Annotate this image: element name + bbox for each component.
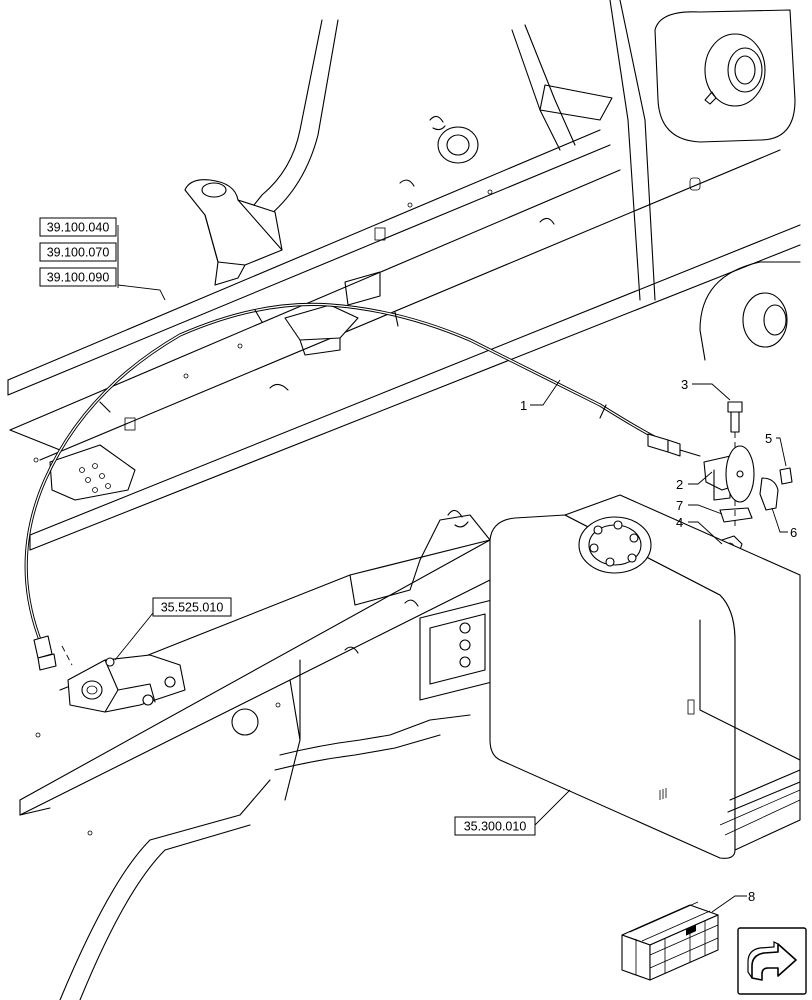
ref-35-300-010[interactable]: 35.300.010 (454, 816, 536, 836)
svg-text:39.100.040: 39.100.040 (47, 221, 110, 235)
svg-text:35.300.010: 35.300.010 (464, 820, 527, 834)
callout-5: 5 (765, 431, 772, 446)
callout-8: 8 (748, 889, 755, 904)
navigate-arrow-icon[interactable] (737, 927, 807, 995)
reference-links: 39.100.040 39.100.070 39.100.090 35.525.… (39, 217, 571, 836)
kit-crate-icon (621, 901, 719, 981)
ref-39-100-070[interactable]: 39.100.070 (39, 242, 117, 262)
svg-text:39.100.090: 39.100.090 (47, 271, 110, 285)
item-callouts: 1 3 5 2 7 4 6 8 (520, 377, 797, 913)
upper-frame-structure (7, 0, 801, 551)
ref-39-100-040[interactable]: 39.100.040 (39, 217, 117, 237)
callout-1: 1 (520, 398, 527, 413)
callout-4: 4 (676, 515, 683, 530)
ref-39-100-090[interactable]: 39.100.090 (39, 267, 117, 287)
choke-knob-assembly (703, 401, 793, 559)
choke-cable (24, 302, 701, 671)
callout-2: 2 (676, 477, 683, 492)
lower-frame-structure (19, 494, 801, 1000)
svg-text:39.100.070: 39.100.070 (47, 246, 110, 260)
callout-3: 3 (681, 377, 688, 392)
ref-35-525-010[interactable]: 35.525.010 (152, 597, 232, 617)
svg-text:35.525.010: 35.525.010 (161, 601, 224, 615)
callout-6: 6 (790, 525, 797, 540)
callout-7: 7 (676, 498, 683, 513)
